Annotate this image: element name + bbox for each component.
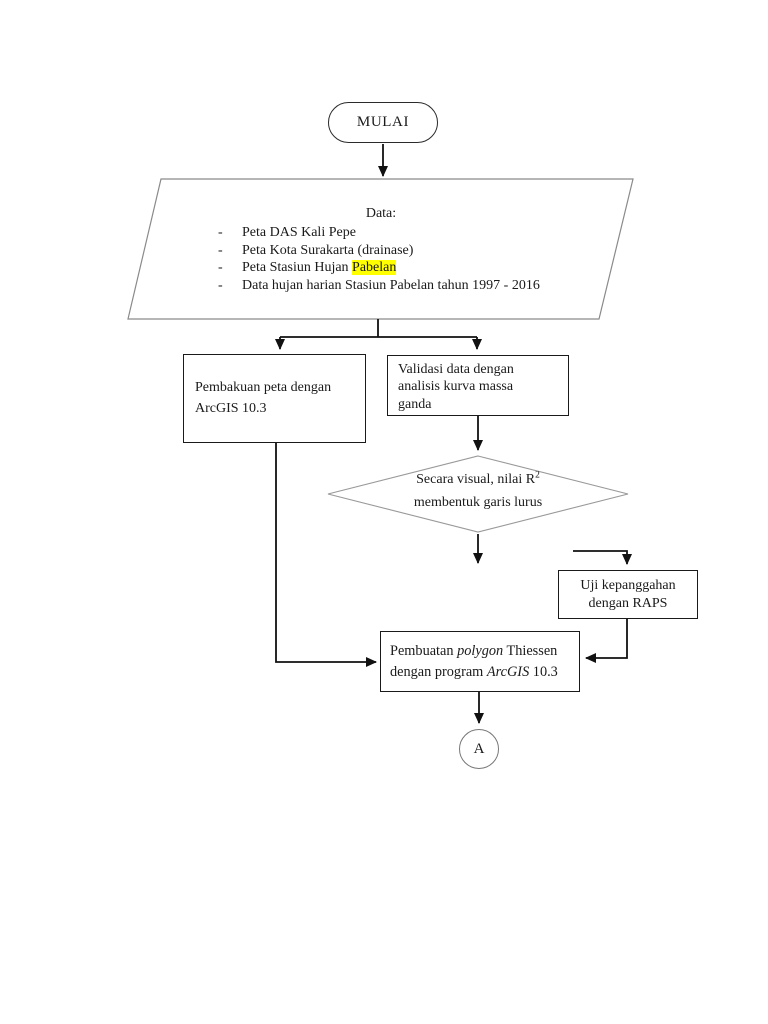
thiessen-line1-italic: polygon: [457, 643, 504, 659]
list-item-text: Peta Kota Surakarta (drainase): [242, 242, 414, 258]
list-item-text: Data hujan harian Stasiun Pabelan tahun …: [242, 277, 540, 293]
decision-line1: Secara visual, nilai R2: [328, 469, 628, 492]
process-thiessen-line1: Pembuatan polygon Thiessen: [390, 641, 579, 662]
process-validation-line1: Validasi data dengan: [398, 362, 514, 377]
decision-visual-r2: Secara visual, nilai R2 membentuk garis …: [328, 469, 628, 514]
process-map-standardization: Pembakuan peta dengan ArcGIS 10.3: [183, 354, 366, 443]
process-raps-line1: Uji kepanggahan: [580, 577, 676, 593]
start-terminator: MULAI: [328, 102, 438, 143]
thiessen-line1-c: Thiessen: [503, 643, 558, 659]
list-bullet: -: [218, 225, 223, 240]
list-item: - Peta DAS Kali Pepe: [218, 224, 618, 242]
list-item: - Peta Stasiun Hujan Pabelan: [218, 259, 618, 277]
process-raps-test: Uji kepanggahan dengan RAPS: [558, 570, 698, 619]
highlighted-text: Pabelan: [352, 260, 397, 276]
list-item-text: Peta DAS Kali Pepe: [242, 225, 356, 240]
list-bullet: -: [218, 260, 223, 276]
process-map-line2: ArcGIS 10.3: [195, 400, 267, 416]
process-validation-line2: analisis kurva massa: [398, 379, 514, 395]
list-item-text-plain: Peta Stasiun Hujan: [242, 260, 353, 276]
connector-into-raps-box: [573, 550, 632, 565]
decision-line2: membentuk garis lurus: [413, 494, 543, 510]
thiessen-line2-a: dengan program: [390, 663, 487, 680]
decision-line1-text: Secara visual, nilai R: [416, 472, 536, 487]
list-bullet: -: [218, 277, 223, 293]
process-validation-line3: ganda: [398, 396, 432, 412]
decision-superscript: 2: [535, 470, 540, 481]
thiessen-line2-italic: ArcGIS: [486, 663, 530, 680]
list-item: - Data hujan harian Stasiun Pabelan tahu…: [218, 277, 618, 295]
off-page-connector-label: A: [473, 740, 485, 757]
process-data-validation: Validasi data dengan analisis kurva mass…: [387, 355, 569, 416]
process-map-line1: Pembakuan peta dengan: [195, 380, 332, 395]
list-bullet: -: [218, 242, 223, 258]
connector-data-split: [280, 319, 477, 338]
process-raps-line2: dengan RAPS: [588, 595, 668, 611]
process-thiessen-line2: dengan program ArcGIS 10.3: [390, 662, 579, 683]
thiessen-line2-c: 10.3: [529, 663, 558, 680]
list-item: - Peta Kota Surakarta (drainase): [218, 242, 618, 260]
list-item-text: Peta Stasiun Hujan Pabelan: [242, 259, 397, 277]
data-block-list: - Peta DAS Kali Pepe - Peta Kota Surakar…: [218, 224, 618, 294]
process-thiessen-polygon: Pembuatan polygon Thiessen dengan progra…: [380, 631, 580, 692]
start-label: MULAI: [356, 114, 410, 130]
data-block-title: Data:: [365, 206, 397, 221]
thiessen-line1-a: Pembuatan: [390, 643, 458, 659]
off-page-connector-a: A: [459, 729, 499, 769]
connector-raps-to-thiessen: [585, 619, 628, 663]
